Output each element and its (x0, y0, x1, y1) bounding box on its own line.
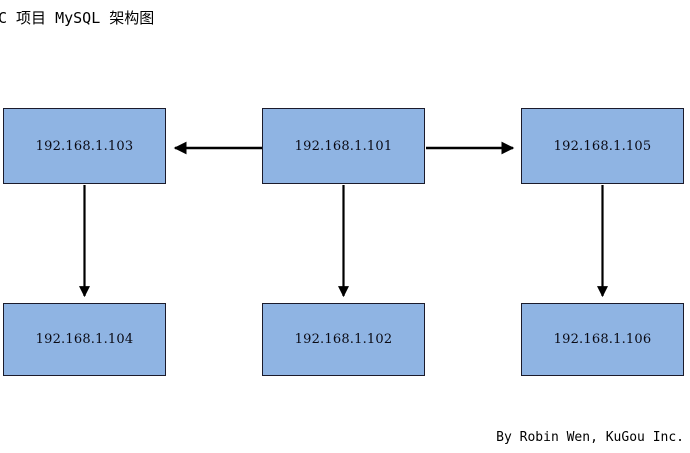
node-label: 192.168.1.102 (294, 332, 393, 347)
node-label: 192.168.1.103 (35, 138, 134, 154)
node-192-168-1-102[interactable]: 192.168.1.102 (262, 303, 425, 376)
node-label: 192.168.1.104 (35, 332, 134, 347)
node-label: 192.168.1.105 (553, 138, 652, 154)
node-192-168-1-101[interactable]: 192.168.1.101 (262, 108, 425, 184)
node-192-168-1-106[interactable]: 192.168.1.106 (521, 303, 684, 376)
page-title: C 项目 MySQL 架构图 (0, 9, 155, 27)
node-192-168-1-103[interactable]: 192.168.1.103 (3, 108, 166, 184)
footer-attribution: By Robin Wen, KuGou Inc. (496, 430, 684, 445)
node-label: 192.168.1.101 (294, 138, 393, 154)
node-192-168-1-104[interactable]: 192.168.1.104 (3, 303, 166, 376)
node-label: 192.168.1.106 (553, 332, 652, 347)
node-192-168-1-105[interactable]: 192.168.1.105 (521, 108, 684, 184)
